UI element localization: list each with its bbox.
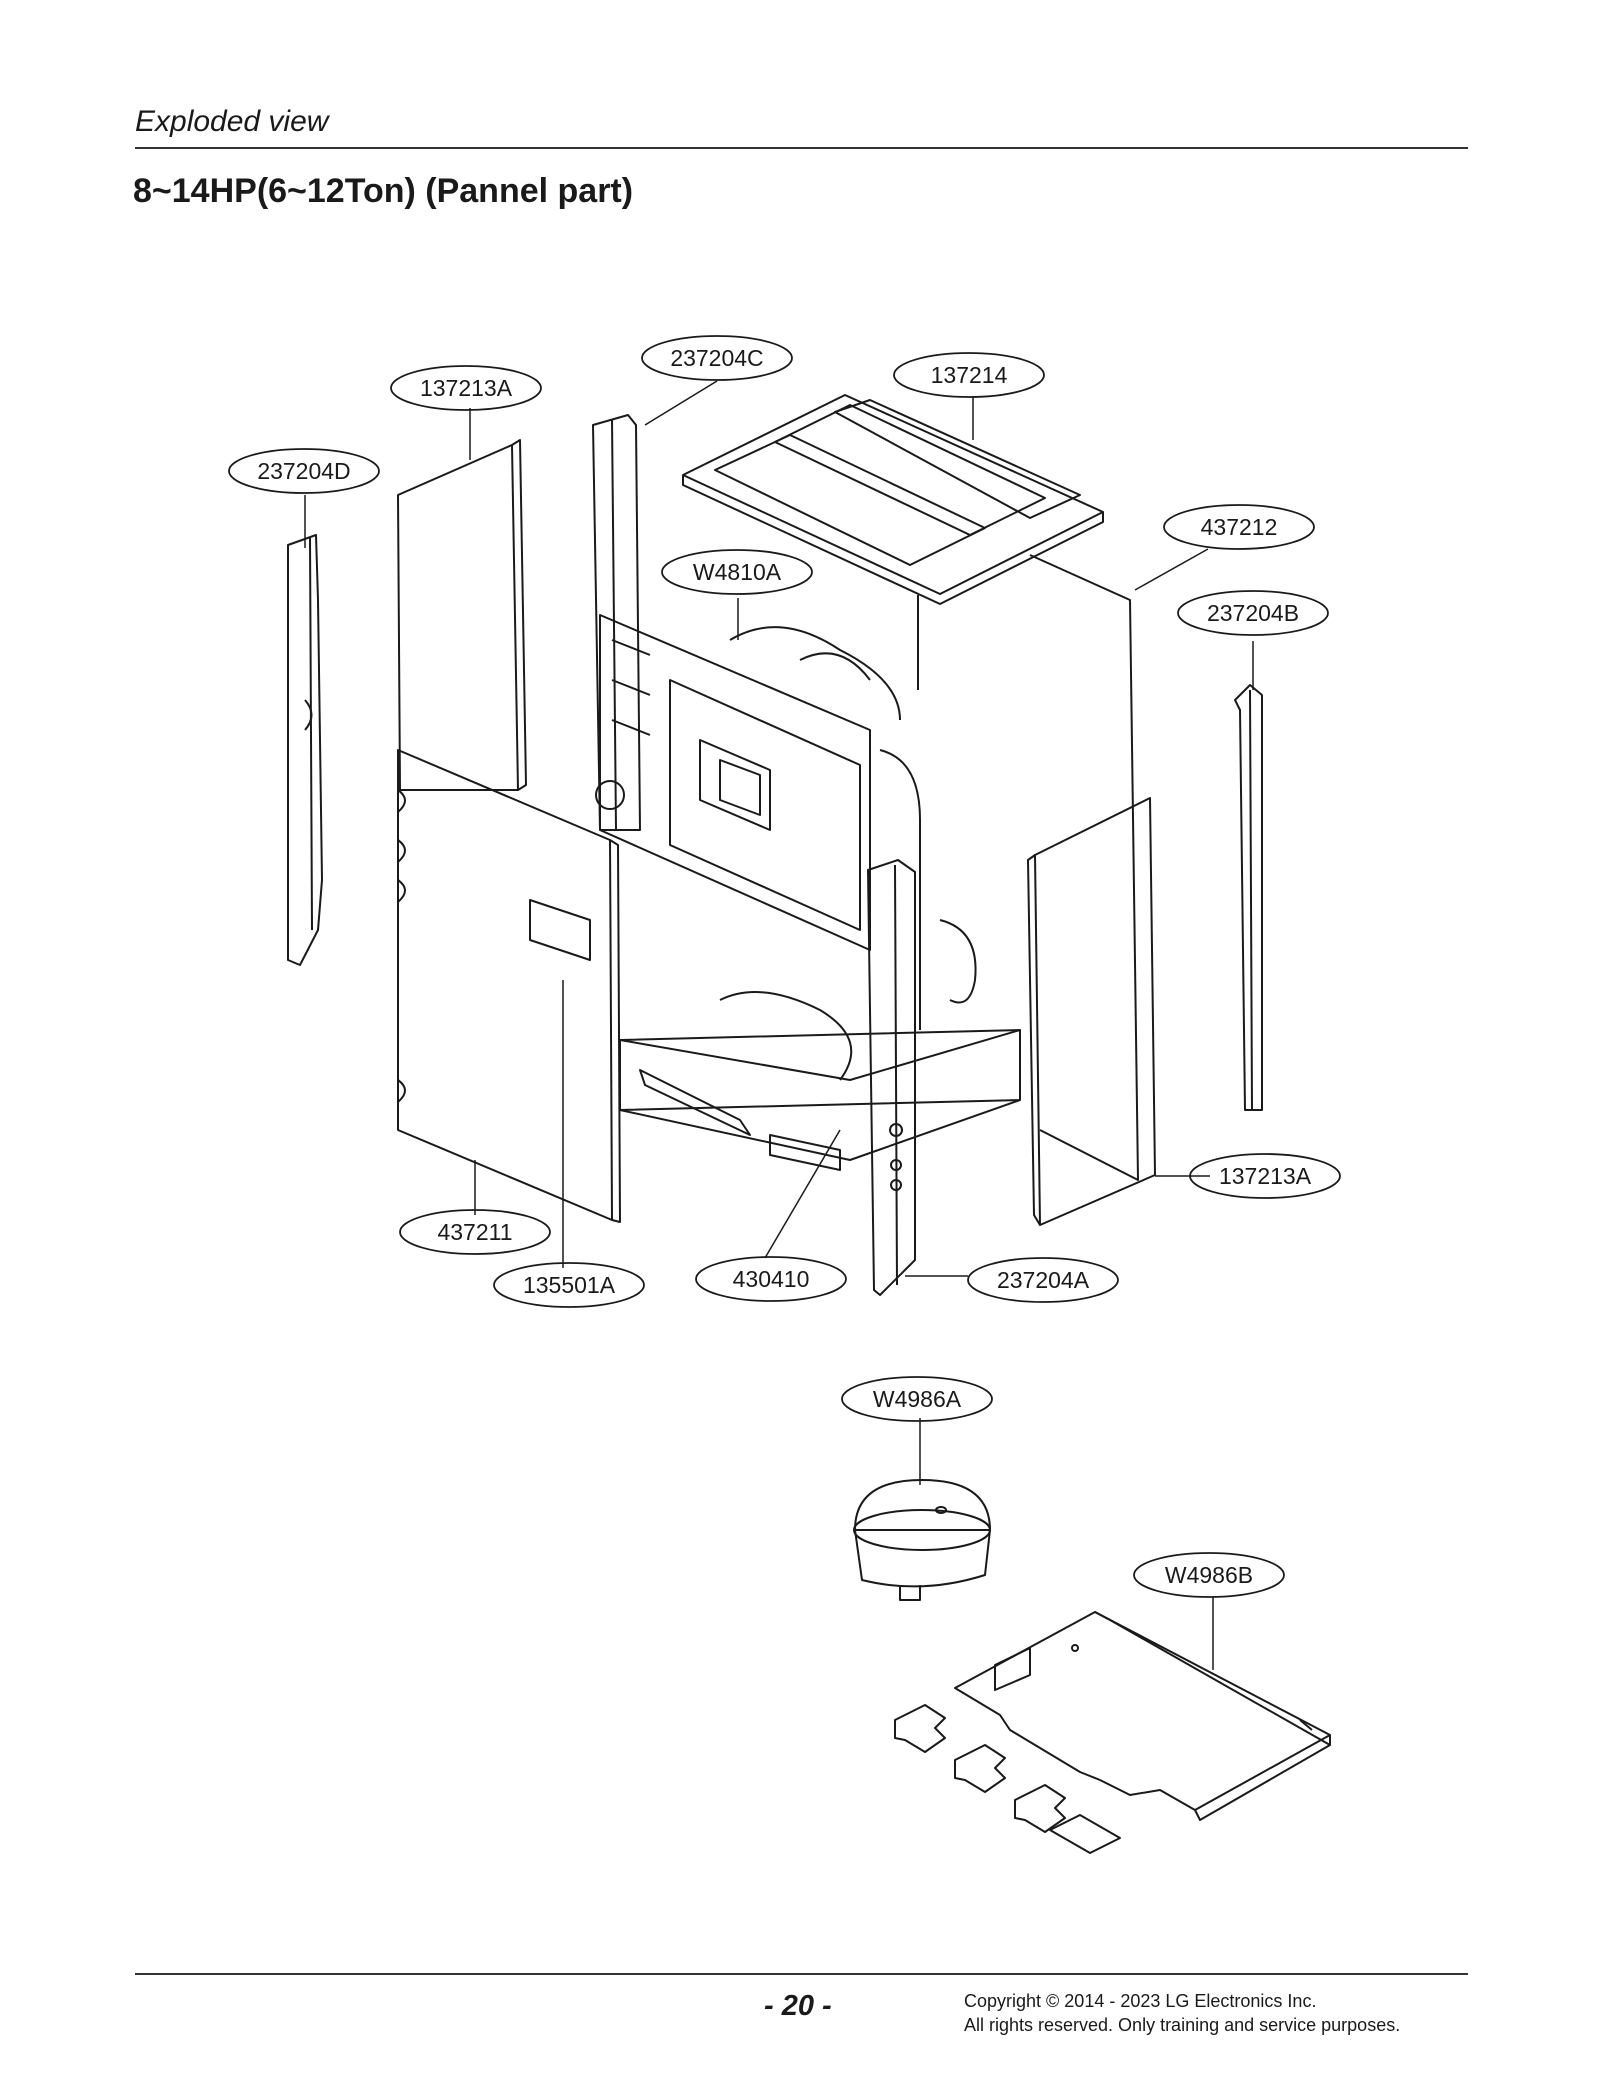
callout-237204a: 237204A bbox=[997, 1267, 1090, 1293]
callout-237204b: 237204B bbox=[1207, 600, 1299, 626]
front-right-panel bbox=[1027, 797, 1156, 1226]
callout-237204d: 237204D bbox=[257, 458, 350, 484]
copyright-notice: Copyright © 2014 - 2023 LG Electronics I… bbox=[964, 1989, 1400, 2037]
page-number: - 20 - bbox=[764, 1990, 832, 2022]
callout-137213a-upper: 137213A bbox=[420, 375, 513, 401]
header-rule bbox=[135, 147, 1468, 149]
rear-corner-post bbox=[592, 414, 641, 831]
right-rear-corner-trim bbox=[1234, 684, 1263, 1111]
callout-437211: 437211 bbox=[437, 1219, 512, 1245]
top-panel bbox=[682, 394, 1104, 605]
callout-ellipses bbox=[228, 335, 1341, 1598]
callout-w4986a: W4986A bbox=[873, 1386, 962, 1412]
callout-437212: 437212 bbox=[1201, 514, 1278, 540]
leader-lines bbox=[304, 380, 1254, 1670]
callout-237204c: 237204C bbox=[670, 345, 763, 371]
callout-137214: 137214 bbox=[931, 362, 1008, 388]
callout-w4986b: W4986B bbox=[1165, 1562, 1253, 1588]
copyright-line-1: Copyright © 2014 - 2023 LG Electronics I… bbox=[964, 1991, 1317, 2011]
callout-430410: 430410 bbox=[733, 1266, 810, 1292]
callout-137213a-lower: 137213A bbox=[1219, 1163, 1312, 1189]
copyright-line-2: All rights reserved. Only training and s… bbox=[964, 2015, 1401, 2035]
callout-w4810a: W4810A bbox=[693, 559, 782, 585]
section-label: Exploded view bbox=[135, 105, 329, 138]
base-plate bbox=[954, 1611, 1331, 1821]
footer-rule bbox=[135, 1973, 1468, 1975]
fan-guard bbox=[853, 1479, 991, 1601]
callout-labels: 237204C 137214 137213A 237204D 437212 W4… bbox=[257, 345, 1311, 1588]
page-title: 8~14HP(6~12Ton) (Pannel part) bbox=[133, 172, 634, 210]
internal-chassis bbox=[595, 614, 1021, 1171]
lower-left-side-panel bbox=[397, 749, 621, 1223]
small-pads bbox=[894, 1704, 1121, 1854]
left-rear-corner-trim bbox=[287, 534, 323, 966]
callout-135501a: 135501A bbox=[523, 1272, 616, 1298]
front-corner-post bbox=[867, 859, 916, 1296]
rear-right-panel bbox=[917, 554, 1139, 1181]
upper-left-side-panel bbox=[397, 439, 527, 791]
